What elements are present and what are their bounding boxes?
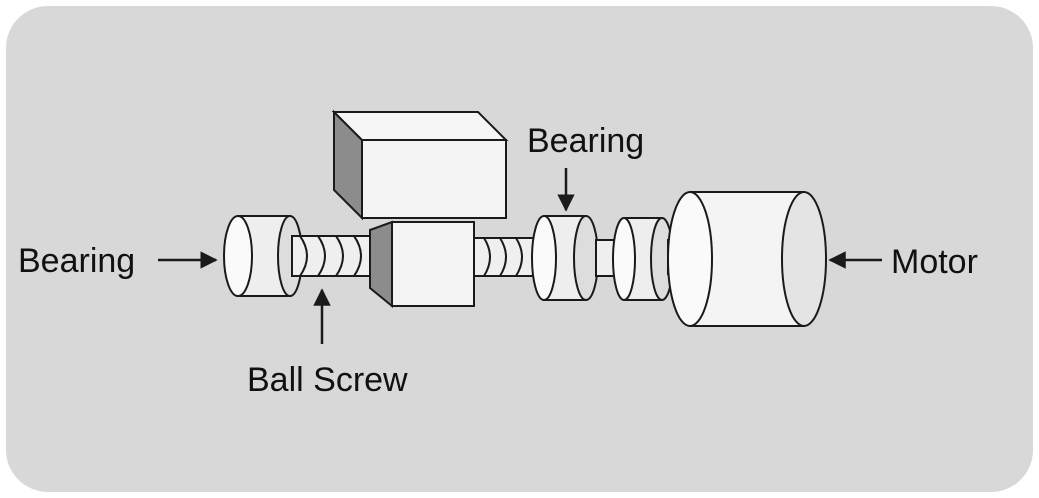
motor-shape <box>667 191 827 327</box>
right-bearing-shape <box>531 215 599 301</box>
label-motor: Motor <box>891 243 978 281</box>
ball-screw-left-shape <box>291 235 379 277</box>
label-right-bearing: Bearing <box>527 122 645 160</box>
nut-block-shape <box>369 220 475 309</box>
left-bearing-shape <box>223 215 303 297</box>
ball-screw-right-shape <box>473 237 539 277</box>
coupling-shape <box>612 217 674 301</box>
label-left-bearing: Bearing <box>18 242 136 280</box>
table-block-shape <box>331 109 509 221</box>
label-ball-screw: Ball Screw <box>247 361 408 399</box>
